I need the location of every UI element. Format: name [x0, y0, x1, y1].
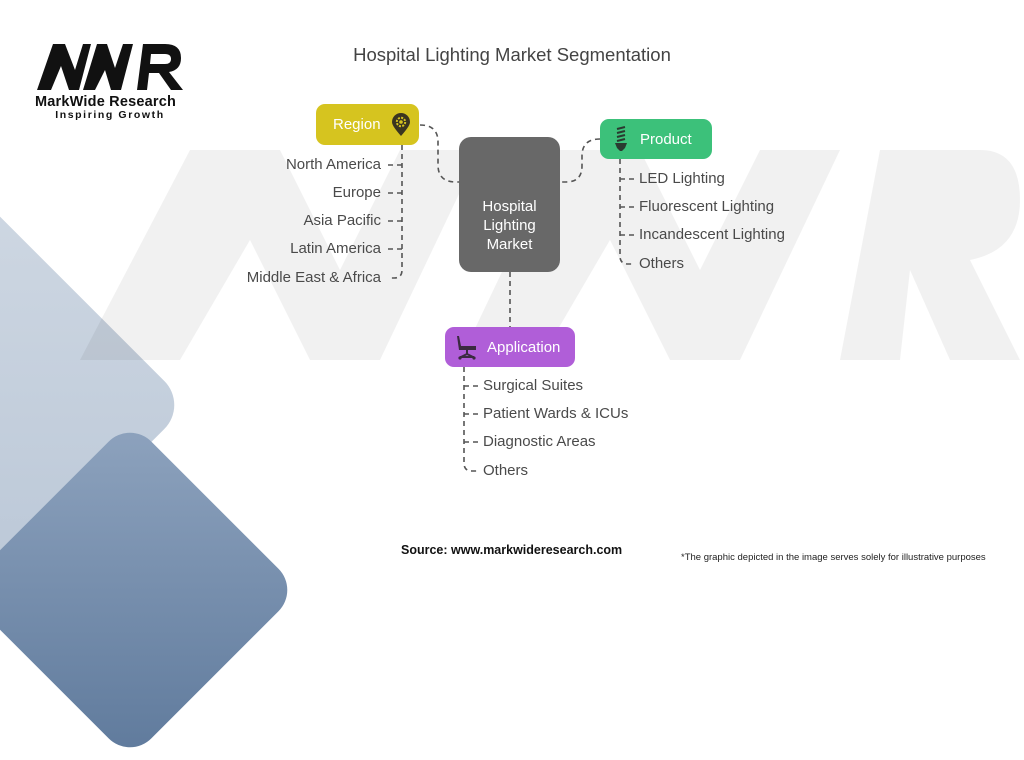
segment-region: Region	[316, 104, 419, 145]
region-item: North America	[285, 156, 381, 173]
page-title: Hospital Lighting Market Segmentation	[353, 44, 671, 65]
region-item: Asia Pacific	[303, 212, 381, 229]
location-gear-icon	[391, 112, 410, 136]
region-item: Latin America	[290, 240, 381, 257]
light-bulb-icon	[615, 126, 627, 151]
center-node-hospital-lighting-market: Hospital Lighting Market	[459, 137, 560, 272]
region-item: Europe	[332, 184, 381, 201]
brand-name: MarkWide Research	[35, 94, 177, 110]
application-item: Surgical Suites	[483, 377, 584, 394]
segment-application-label: Application	[487, 338, 561, 356]
application-item: Others	[483, 462, 529, 479]
connector-application-spine	[463, 367, 478, 472]
disclaimer-text: *The graphic depicted in the image serve…	[681, 552, 986, 563]
application-item: Patient Wards & ICUs	[483, 405, 629, 422]
center-line-3: Market	[486, 236, 533, 253]
brand-logo: MarkWide Research Inspiring Growth	[35, 40, 190, 121]
product-item: Fluorescent Lighting	[639, 198, 775, 215]
product-item: Incandescent Lighting	[639, 226, 785, 243]
segment-product: Product	[600, 119, 712, 159]
product-item: Others	[639, 255, 685, 272]
center-line-2: Lighting	[483, 217, 536, 234]
source-text: Source: www.markwideresearch.com	[401, 543, 623, 557]
region-item: Middle East & Africa	[246, 269, 381, 286]
segment-product-label: Product	[640, 130, 692, 148]
application-item: Diagnostic Areas	[483, 433, 596, 450]
product-item: LED Lighting	[639, 170, 725, 187]
brand-tagline: Inspiring Growth	[55, 109, 165, 121]
segment-region-label: Region	[333, 116, 381, 133]
mwr-logo-mark	[37, 44, 183, 90]
center-line-1: Hospital	[482, 198, 537, 215]
segment-application: Application	[445, 327, 575, 367]
hospital-chair-icon	[457, 336, 476, 360]
